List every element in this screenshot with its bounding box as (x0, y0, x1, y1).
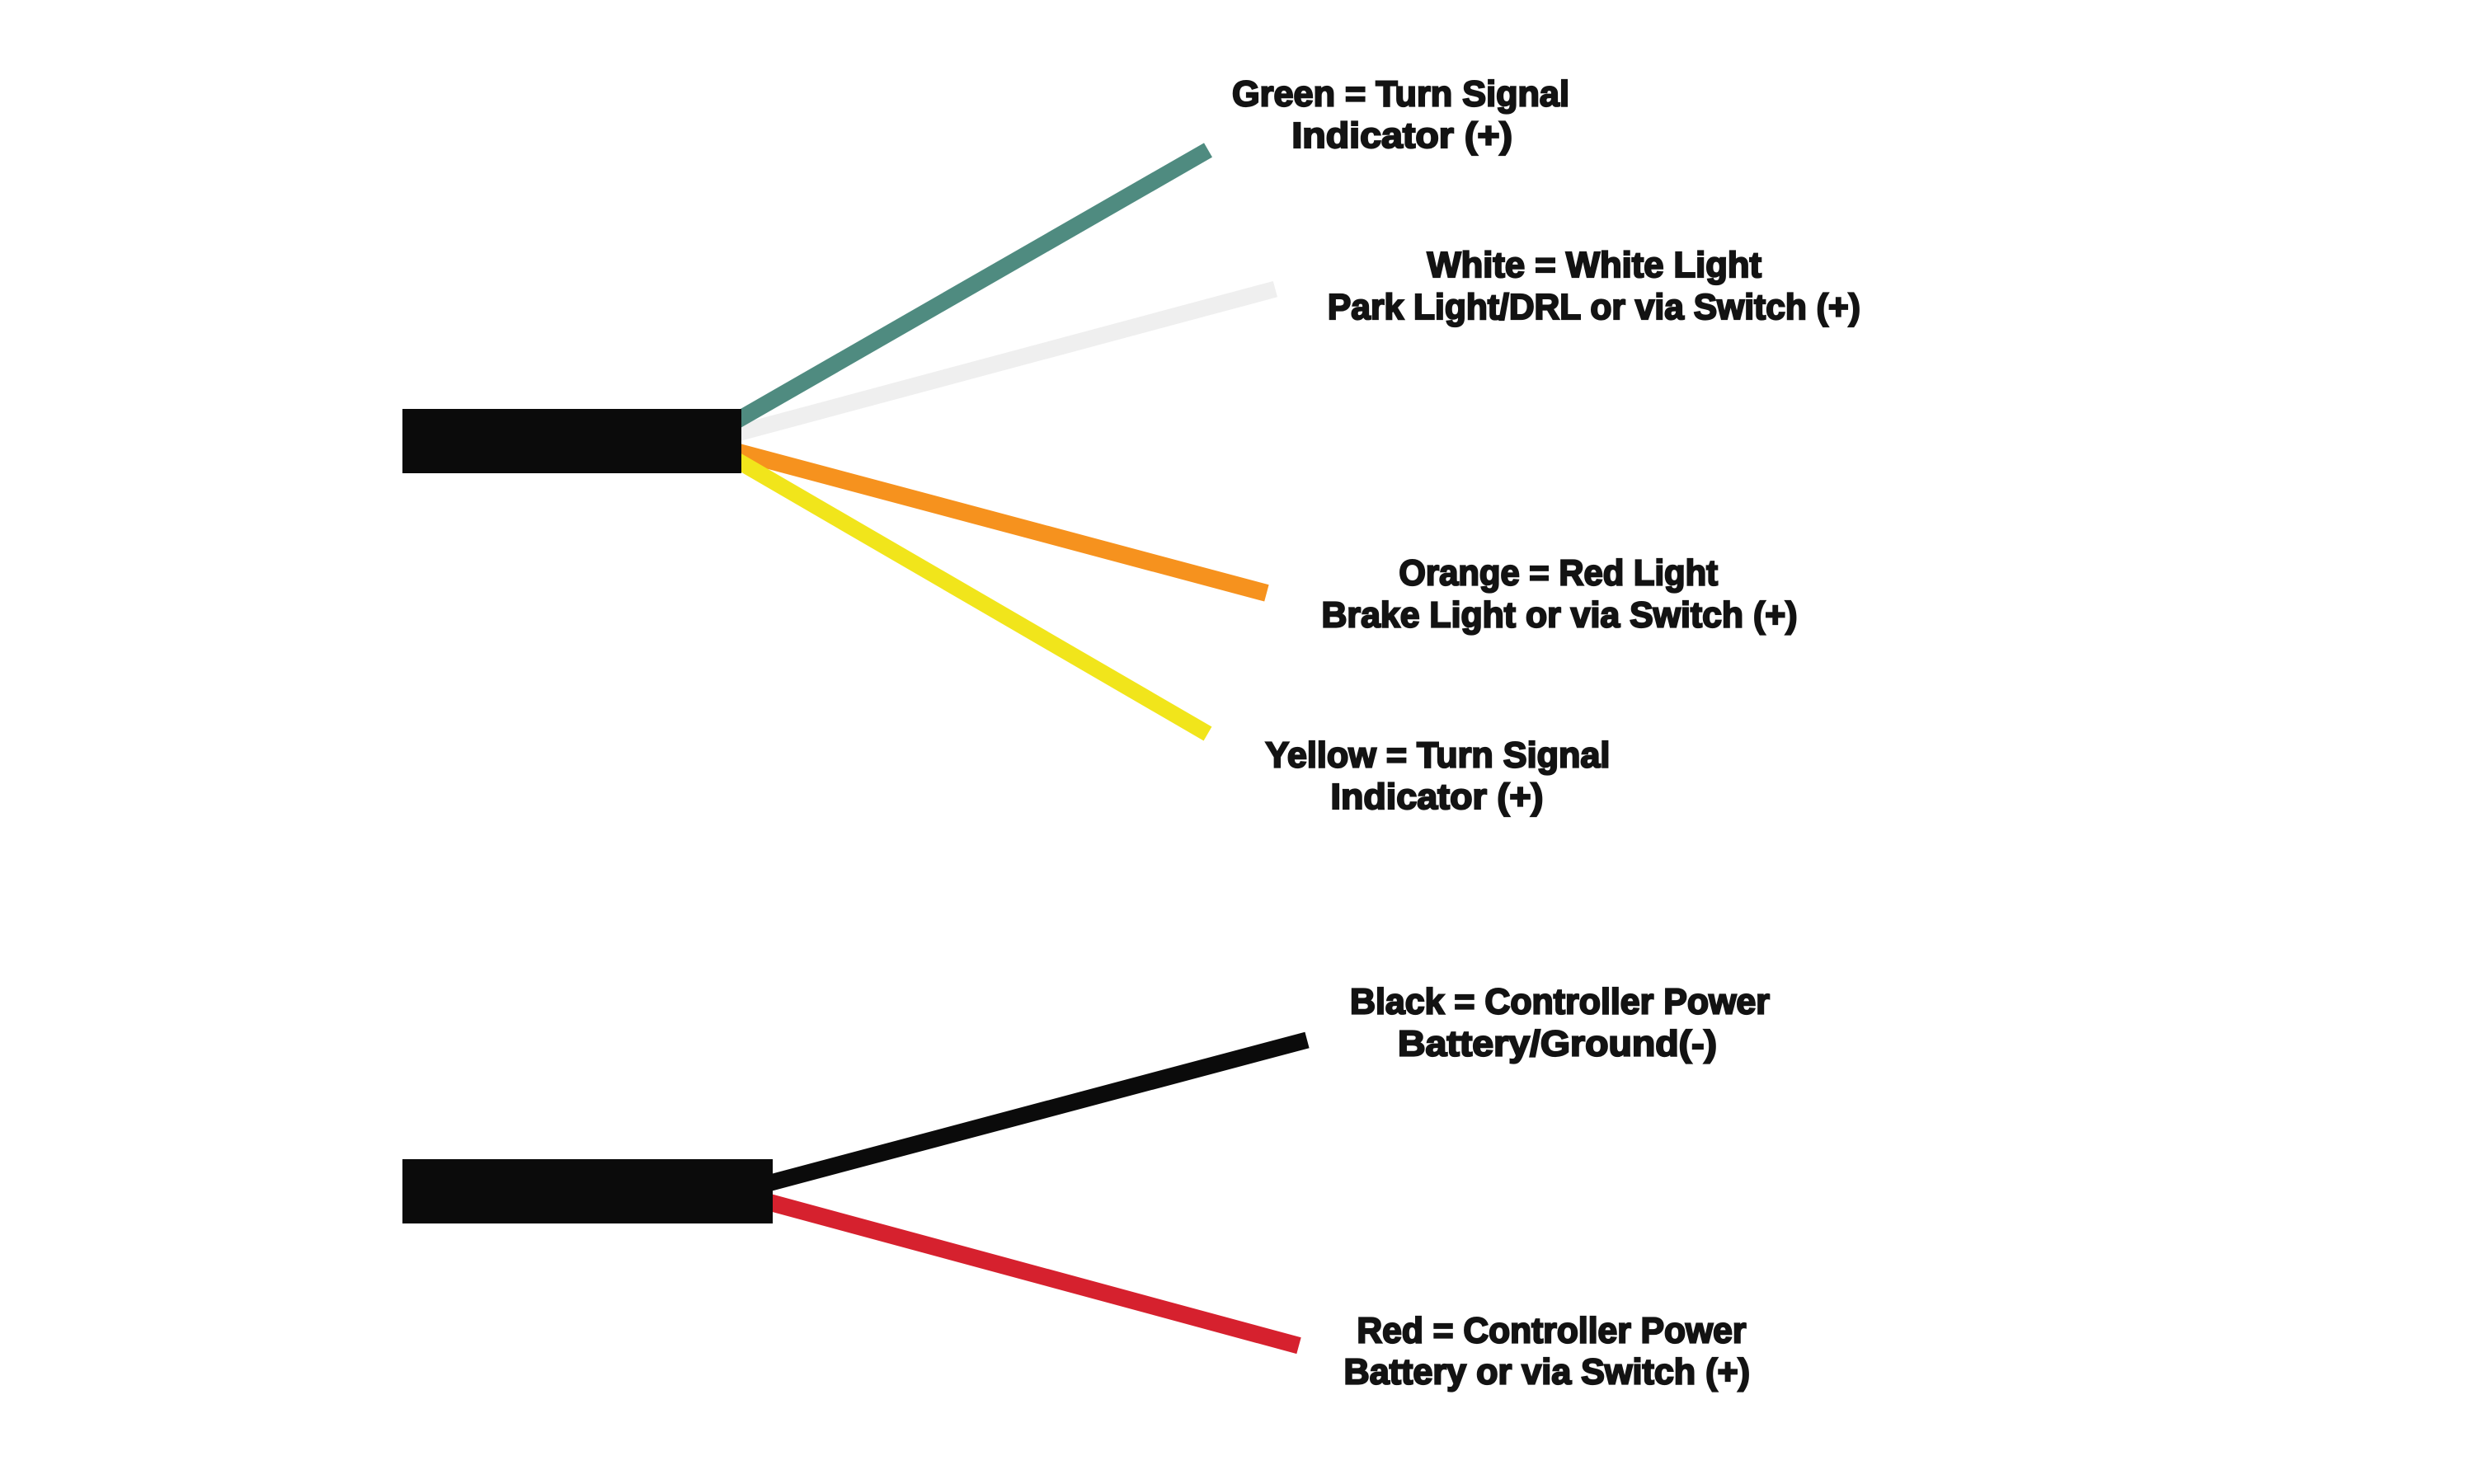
svg-text:Indicator (+): Indicator (+) (1331, 777, 1544, 817)
svg-text:Orange = Red Light: Orange = Red Light (1399, 553, 1718, 594)
svg-text:Battery or via Switch (+): Battery or via Switch (+) (1344, 1352, 1751, 1392)
svg-text:Black = Controller Power: Black = Controller Power (1350, 981, 1770, 1021)
svg-text:White = White Light: White = White Light (1427, 245, 1762, 285)
svg-text:Green = Turn Signal: Green = Turn Signal (1232, 73, 1569, 114)
svg-text:Park Light/DRL or via Switch (: Park Light/DRL or via Switch (+) (1328, 287, 1860, 327)
svg-text:Brake Light or via Switch (+): Brake Light or via Switch (+) (1322, 595, 1798, 636)
svg-text:Yellow = Turn Signal: Yellow = Turn Signal (1265, 735, 1610, 776)
svg-text:Indicator (+): Indicator (+) (1291, 115, 1512, 156)
svg-text:Red = Controller Power: Red = Controller Power (1357, 1311, 1746, 1351)
svg-text:Battery/Ground(-): Battery/Ground(-) (1398, 1024, 1717, 1064)
